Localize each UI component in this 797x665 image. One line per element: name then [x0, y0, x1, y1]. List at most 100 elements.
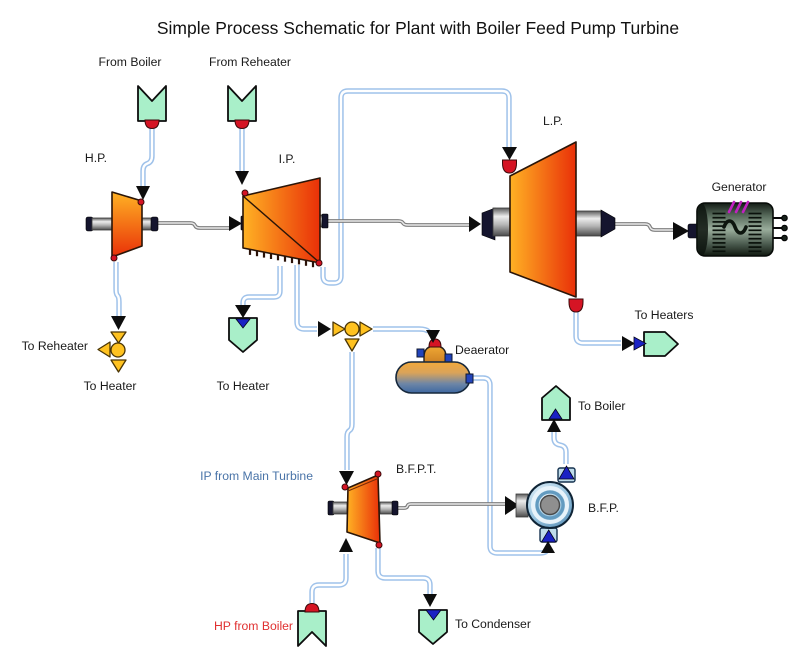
source-hp-from-boiler-outlet	[304, 602, 320, 613]
shaft-hp-to-ip	[157, 222, 229, 229]
label-lp-turbine: L.P.	[543, 114, 563, 128]
bfpt-shaft-right	[379, 501, 394, 515]
to-heaters-blue-arrow-icon	[633, 336, 647, 351]
label-ip-from-main-turbine: IP from Main Turbine	[200, 469, 313, 483]
flow-arrow-icon	[318, 321, 331, 337]
pipe-ip-exhaust-to-lp	[321, 89, 511, 285]
generator-fins-right	[748, 212, 762, 253]
splitter-in-arrow-icon	[332, 321, 346, 337]
bfpt-shaft-left	[332, 501, 348, 515]
hp-shaft-left	[91, 217, 114, 231]
ip-extraction-splitter	[318, 321, 373, 352]
pipe-ip-extraction-to-heater	[240, 266, 283, 306]
page-title: Simple Process Schematic for Plant with …	[157, 18, 679, 38]
ip-turbine-diagonal	[242, 195, 321, 264]
ip-turbine-body	[242, 177, 321, 264]
source-from-reheater-outlet	[234, 119, 250, 130]
ip-inlet-arrow-icon	[235, 171, 249, 185]
to-boiler-blue-arrow-icon	[548, 408, 563, 420]
distributor-down-arrow-icon	[110, 359, 127, 373]
deaerator-inlet-cap	[428, 338, 442, 348]
pipe-from-boiler-to-hp	[140, 127, 155, 186]
shaft-arrow-into-bfp	[505, 496, 519, 515]
ip-outlet-port	[315, 259, 323, 267]
pipe-deaerator-to-bfp	[471, 376, 549, 555]
bfp-suction-arrow-icon	[540, 529, 557, 543]
generator-end-cap	[696, 203, 708, 256]
bfp-ring-outer	[531, 486, 569, 524]
lp-inlet-funnel	[502, 159, 517, 174]
turbine-shaft-train	[85, 207, 699, 518]
label-to-heater-ip: To Heater	[217, 379, 270, 393]
phase-marks-icon	[727, 200, 750, 214]
steam-piping	[113, 88, 621, 603]
hp-turbine	[111, 191, 143, 258]
pipe-hp-exhaust	[114, 262, 121, 316]
label-deaerator: Deaerator	[455, 343, 509, 357]
hp-inlet-arrow-icon	[136, 186, 150, 200]
sink-to-heater-ip	[228, 317, 258, 353]
pipe-lp-exhaust-to-heaters	[574, 312, 621, 345]
bfpt-outlet-port	[375, 541, 383, 549]
diagram-labels: Simple Process Schematic for Plant with …	[22, 18, 767, 633]
bfpt-turbine-body	[346, 474, 381, 544]
to-condenser-blue-arrow-icon	[425, 609, 442, 621]
shaft-arrow-into-generator	[673, 222, 689, 240]
hp-turbine-body	[111, 191, 143, 258]
bfpt-shaft-right-cap	[391, 500, 399, 516]
hp-outlet-port	[110, 254, 118, 262]
pipe-lp-exhaust-to-heaters	[573, 312, 621, 346]
label-from-boiler: From Boiler	[99, 55, 162, 69]
hp-shaft-right-cap	[150, 216, 159, 232]
deaerator-inlet-arrow-icon	[426, 330, 440, 343]
bfpt-turbine	[346, 474, 381, 544]
pipe-deaerator-to-bfp	[471, 375, 550, 556]
shaft-lp-to-generator	[614, 222, 673, 232]
label-hp-from-boiler: HP from Boiler	[214, 619, 293, 633]
label-to-heaters: To Heaters	[635, 308, 694, 322]
ip-turbine	[242, 177, 321, 268]
lp-turbine	[509, 141, 577, 298]
bfpt-inlet-band	[347, 477, 379, 492]
pipe-ip-exhaust-to-lp	[320, 88, 512, 286]
source-from-reheater	[227, 85, 257, 122]
to-heater-ip-arrow-icon	[235, 305, 251, 318]
label-bfpt: B.F.P.T.	[396, 462, 436, 476]
deaerator-nozzle-left	[416, 348, 425, 358]
lp-left-cone	[481, 207, 496, 241]
ac-wave-icon	[722, 219, 748, 235]
hp-inlet-port	[137, 198, 145, 206]
label-ip-turbine: I.P.	[279, 152, 296, 166]
flow-arrows-and-markers	[110, 147, 647, 621]
source-hp-from-boiler	[297, 610, 327, 647]
lp-outlet-funnel	[568, 298, 584, 313]
sink-to-heaters	[643, 331, 679, 357]
ip-inlet-port	[241, 189, 249, 197]
bfpt-inlet-port	[341, 483, 349, 491]
flow-connectors	[137, 85, 679, 647]
pipe-ip-extraction-to-heater	[241, 266, 282, 305]
pipe-hp-boiler-to-bfpt	[310, 554, 348, 603]
deaerator	[395, 338, 474, 394]
label-from-reheater: From Reheater	[209, 55, 291, 69]
label-to-boiler: To Boiler	[578, 399, 625, 413]
generator	[696, 200, 788, 257]
shaft-bfpt-to-bfp	[398, 503, 506, 509]
flow-arrow-icon	[111, 316, 126, 330]
pipe-bfpt-exhaust-to-condenser	[375, 548, 433, 594]
label-to-reheater: To Reheater	[22, 339, 88, 353]
pipe-bfp-to-boiler	[552, 431, 568, 464]
lp-right-cone	[600, 209, 616, 238]
bfp-ring-inner	[535, 490, 565, 520]
lp-shaft-right	[575, 210, 603, 237]
label-bfp: B.F.P.	[588, 501, 619, 515]
label-to-heater-hp: To Heater	[84, 379, 137, 393]
sink-to-condenser	[418, 609, 448, 645]
lp-turbine-body	[509, 141, 577, 298]
source-from-boiler	[137, 85, 167, 122]
ip-shaft-right-cap	[321, 213, 329, 229]
lp-shaft-left	[492, 207, 512, 237]
pipe-from-boiler-to-hp	[141, 127, 154, 186]
